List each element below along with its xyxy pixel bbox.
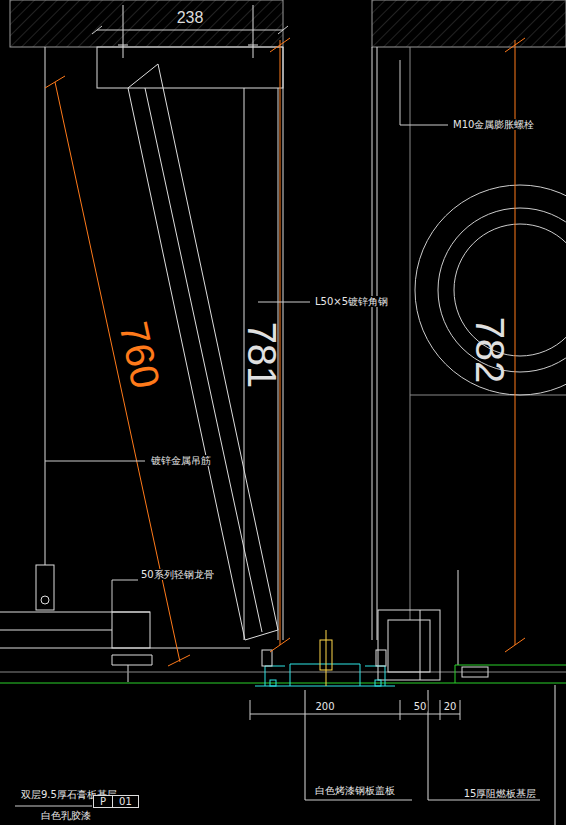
dimension-lines [92, 26, 460, 720]
outlines [0, 5, 566, 825]
ref-text: 01 [112, 796, 138, 807]
cover-plate [255, 630, 395, 686]
dimension-text: 782 [468, 316, 512, 385]
label: 50 [413, 701, 428, 712]
label: L50×5镀锌角钢 [314, 296, 389, 307]
leader-lines [15, 60, 540, 806]
label: M10金属膨胀螺栓 [452, 119, 535, 130]
label: 白色乳胶漆 [40, 810, 92, 821]
label: 200 [314, 701, 335, 712]
dimension-text: 238 [176, 9, 205, 27]
label: 15厚阻燃板基层 [463, 788, 538, 799]
dimension-text: 781 [240, 321, 284, 390]
ground-line [0, 665, 566, 683]
label: 镀锌金属吊筋 [150, 455, 212, 466]
drawing-ref-box: P01 [93, 795, 139, 808]
label: 50系列轻钢龙骨 [140, 569, 215, 580]
vent-circles [415, 185, 566, 395]
label: 白色烤漆钢板盖板 [314, 785, 396, 796]
ref-text: P [94, 796, 112, 807]
dimensions [45, 38, 525, 666]
label: 20 [443, 701, 458, 712]
